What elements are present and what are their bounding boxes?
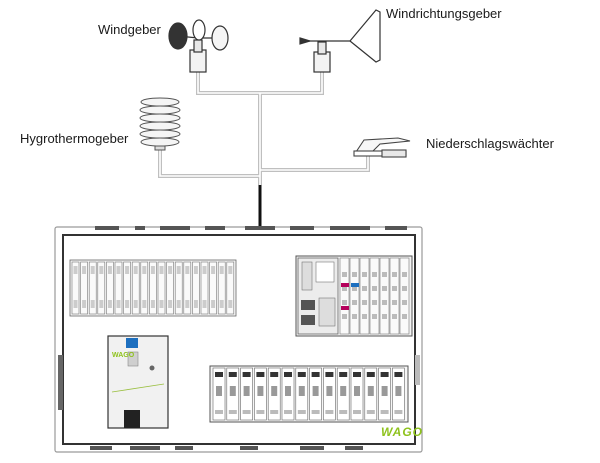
terminal-block [157,261,166,315]
terminal-block [149,261,157,315]
circuit-breaker [323,367,336,421]
circuit-breaker [240,367,253,421]
line-hygrothermogeber [158,148,260,178]
niederschlagswaechter-icon [353,137,411,158]
line-windrichtungsgeber [260,72,324,95]
circuit-breaker [309,367,322,421]
terminal-block [131,261,140,315]
terminal-block [192,261,200,315]
circuit-breaker [350,367,364,421]
terminal-block [226,261,235,315]
label-windrichtungsgeber: Windrichtungsgeber [386,6,502,21]
terminal-block [174,261,183,315]
line-windgeber [196,72,260,95]
cabinet-brand-logo: WAGO [381,425,423,439]
label-windgeber: Windgeber [98,22,161,37]
io-module [399,257,410,335]
circuit-breaker [226,367,240,421]
io-module [379,257,390,335]
windrichtungsgeber-icon [299,9,381,73]
circuit-breaker [392,367,405,421]
hygrothermogeber-icon [139,97,181,151]
terminal-block [217,261,226,315]
line-niederschlagswaechter [260,155,370,172]
circuit-breaker-row [209,365,409,423]
circuit-breaker [212,367,226,421]
controller-with-io-modules [295,255,413,337]
terminal-block-row [69,259,237,317]
cabinet-top-slots [95,226,407,230]
terminal-block [200,261,209,315]
io-module [359,257,370,335]
circuit-breaker [267,367,281,421]
windgeber-icon [168,19,229,73]
circuit-breaker [254,367,267,421]
label-hygrothermogeber: Hygrothermogeber [20,131,129,146]
cabinet-bottom-slots [90,446,363,450]
circuit-breaker [336,367,350,421]
io-module [369,257,380,335]
io-module [349,257,360,335]
connection-lines-inner [159,72,369,185]
terminal-block [183,261,192,315]
terminal-block [166,261,174,315]
io-module [389,257,400,335]
terminal-block [123,261,131,315]
circuit-breaker [281,367,295,421]
circuit-breaker [295,367,309,421]
circuit-breaker [364,367,378,421]
terminal-block [71,261,80,315]
terminal-block [209,261,217,315]
io-module-stack [339,257,410,335]
terminal-block [97,261,106,315]
terminal-block [114,261,123,315]
terminal-block [106,261,114,315]
connection-lines [158,72,370,185]
terminal-block [88,261,97,315]
terminal-block [80,261,88,315]
power-supply-module [107,335,169,429]
terminal-block [140,261,149,315]
label-niederschlagswaechter: Niederschlagswächter [426,136,554,151]
io-module [339,257,350,335]
circuit-breaker [378,367,391,421]
module-brand-logo: WAGO [112,352,135,359]
